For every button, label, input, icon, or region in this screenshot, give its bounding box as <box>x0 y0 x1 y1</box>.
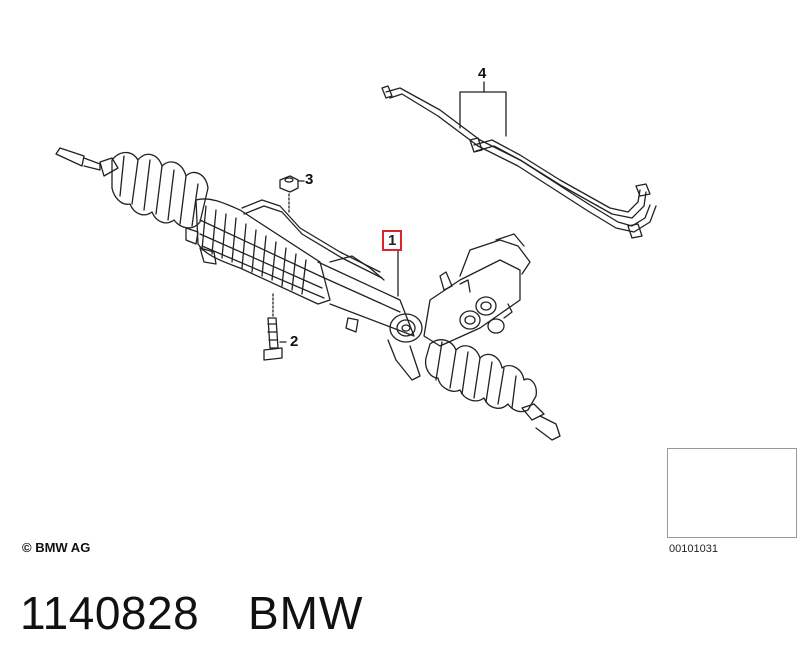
left-bellows <box>111 151 209 229</box>
bolt <box>263 293 287 361</box>
brand-name: BMW <box>248 587 364 639</box>
right-tie-rod <box>521 403 561 441</box>
diagram-code: 00101031 <box>669 543 718 555</box>
right-bellows <box>424 339 537 413</box>
callout-2-label: 2 <box>290 333 299 350</box>
callout-3-label: 3 <box>305 171 314 188</box>
vehicle-thumbnail <box>667 448 797 538</box>
callout-1-label: 1 <box>382 230 403 251</box>
rack-housing <box>185 198 415 337</box>
callout-4-bracket <box>459 81 507 137</box>
mount-bushing <box>387 313 423 381</box>
part-number: 1140828 <box>20 587 200 639</box>
nut <box>279 175 305 215</box>
left-tie-rod <box>55 147 119 177</box>
copyright-notice: © BMW AG <box>22 540 91 555</box>
pressure-lines <box>381 85 657 239</box>
valve-body <box>423 233 531 347</box>
callout-4-label: 4 <box>478 65 487 82</box>
